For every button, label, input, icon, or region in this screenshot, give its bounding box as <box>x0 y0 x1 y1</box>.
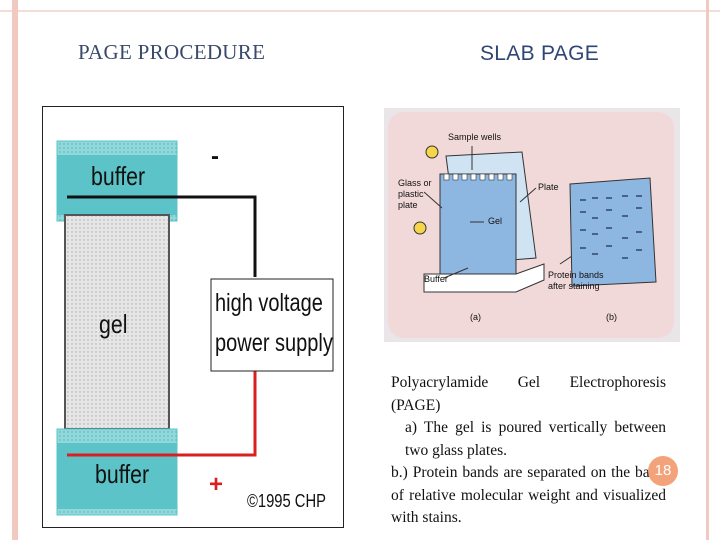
page-number-badge: 18 <box>648 456 678 486</box>
protein-bands <box>580 195 642 259</box>
gel-label-right: Gel <box>488 216 503 226</box>
negative-electrode <box>425 145 439 159</box>
minus-sign: - <box>211 143 219 170</box>
power-supply-label-line2: power supply <box>215 329 333 357</box>
electrophoresis-setup-diagram: buffer gel buffer high voltage power sup… <box>42 106 344 528</box>
panel-b-label: (b) <box>606 312 617 322</box>
sample-wells-label: Sample wells <box>448 132 502 142</box>
gel-slab <box>439 173 517 277</box>
glass-plate-label-line2: plastic <box>398 189 424 199</box>
protein-bands-label-line2: after staining <box>548 281 600 291</box>
power-supply-box <box>210 278 334 372</box>
description-step-a: a) The gel is poured vertically between … <box>405 419 666 459</box>
buffer-top-label-bg <box>57 155 177 215</box>
description-heading: Polyacrylamide Gel Electrophoresis (PAGE… <box>391 374 666 414</box>
stained-gel-slab <box>569 177 657 287</box>
gel-column <box>64 214 170 430</box>
frame-left-border <box>12 0 18 540</box>
positive-electrode <box>413 221 427 235</box>
description-text: Polyacrylamide Gel Electrophoresis (PAGE… <box>391 372 666 530</box>
negative-wire <box>67 195 257 277</box>
title-slab-page: SLAB PAGE <box>480 42 600 65</box>
glass-plate-label-line1: Glass or <box>398 178 432 188</box>
buffer-top-label: buffer <box>91 161 146 191</box>
buffer-bottom-label: buffer <box>95 459 150 489</box>
buffer-tray <box>423 263 545 293</box>
protein-bands-label-line1: Protein bands <box>548 270 604 280</box>
positive-wire <box>67 371 257 457</box>
title-page-procedure: PAGE PROCEDURE <box>78 40 266 64</box>
plus-sign: + <box>209 471 224 498</box>
slab-gel-diagram: Sample wells Glass or plastic plate Gel … <box>384 108 680 342</box>
sample-wells-teeth <box>443 173 513 181</box>
buffer-label-right: Buffer <box>424 274 448 284</box>
glass-plate-label-line3: plate <box>398 200 418 210</box>
description-step-b: b.) Protein bands are separated on the b… <box>391 464 666 526</box>
frame-top-line <box>0 10 720 12</box>
plate-label: Plate <box>538 182 559 192</box>
copyright-label: ©1995 CHP <box>247 491 326 511</box>
panel-a-label: (a) <box>470 312 481 322</box>
power-supply-label-line1: high voltage <box>215 289 323 317</box>
frame-right-border <box>706 0 709 540</box>
gel-label: gel <box>99 309 128 339</box>
